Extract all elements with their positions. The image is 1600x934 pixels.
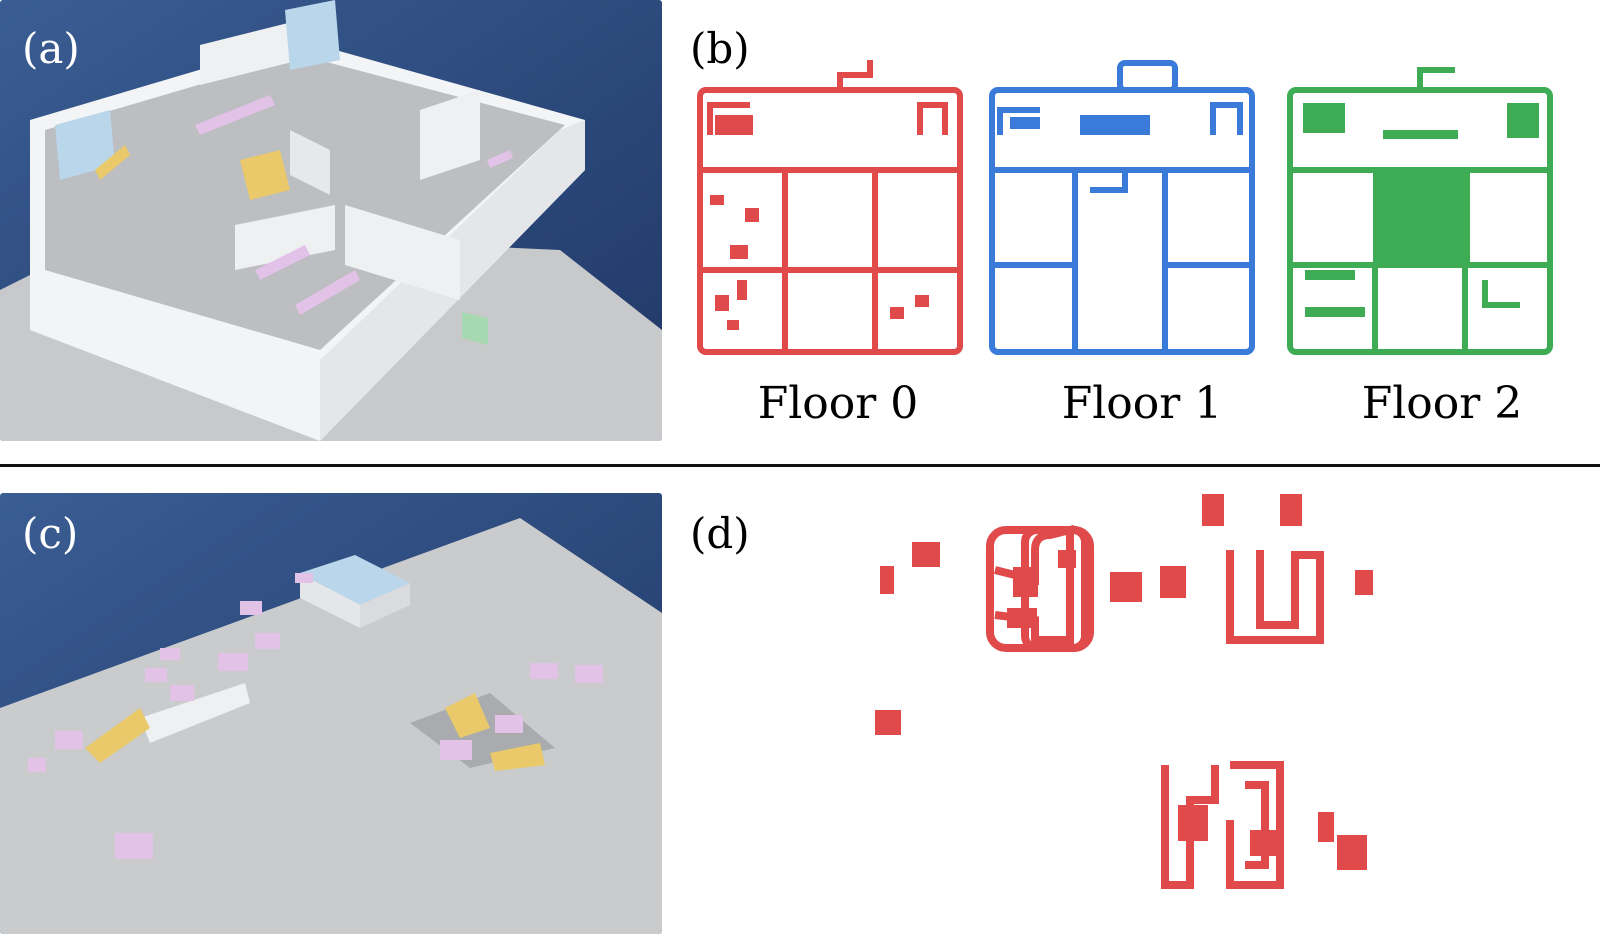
floor-2-label: Floor 2 — [1361, 378, 1523, 429]
floor-0-plan — [697, 60, 963, 355]
floor-0-label: Floor 0 — [757, 378, 919, 429]
floor-plans — [697, 60, 1553, 355]
panel-label-d: (d) — [690, 509, 750, 558]
terrain-render-image — [0, 493, 662, 934]
panel-label-a: (a) — [22, 24, 80, 73]
panel-a-render — [0, 0, 662, 441]
floor-1-plan — [989, 60, 1255, 355]
panel-c-render — [0, 493, 662, 934]
panel-label-c: (c) — [22, 509, 79, 558]
floor-1-label: Floor 1 — [1061, 378, 1223, 429]
building-render-image — [0, 0, 662, 441]
panel-label-b: (b) — [690, 24, 750, 73]
terrain-top-down-map — [875, 494, 1373, 889]
row-divider — [0, 464, 1600, 467]
